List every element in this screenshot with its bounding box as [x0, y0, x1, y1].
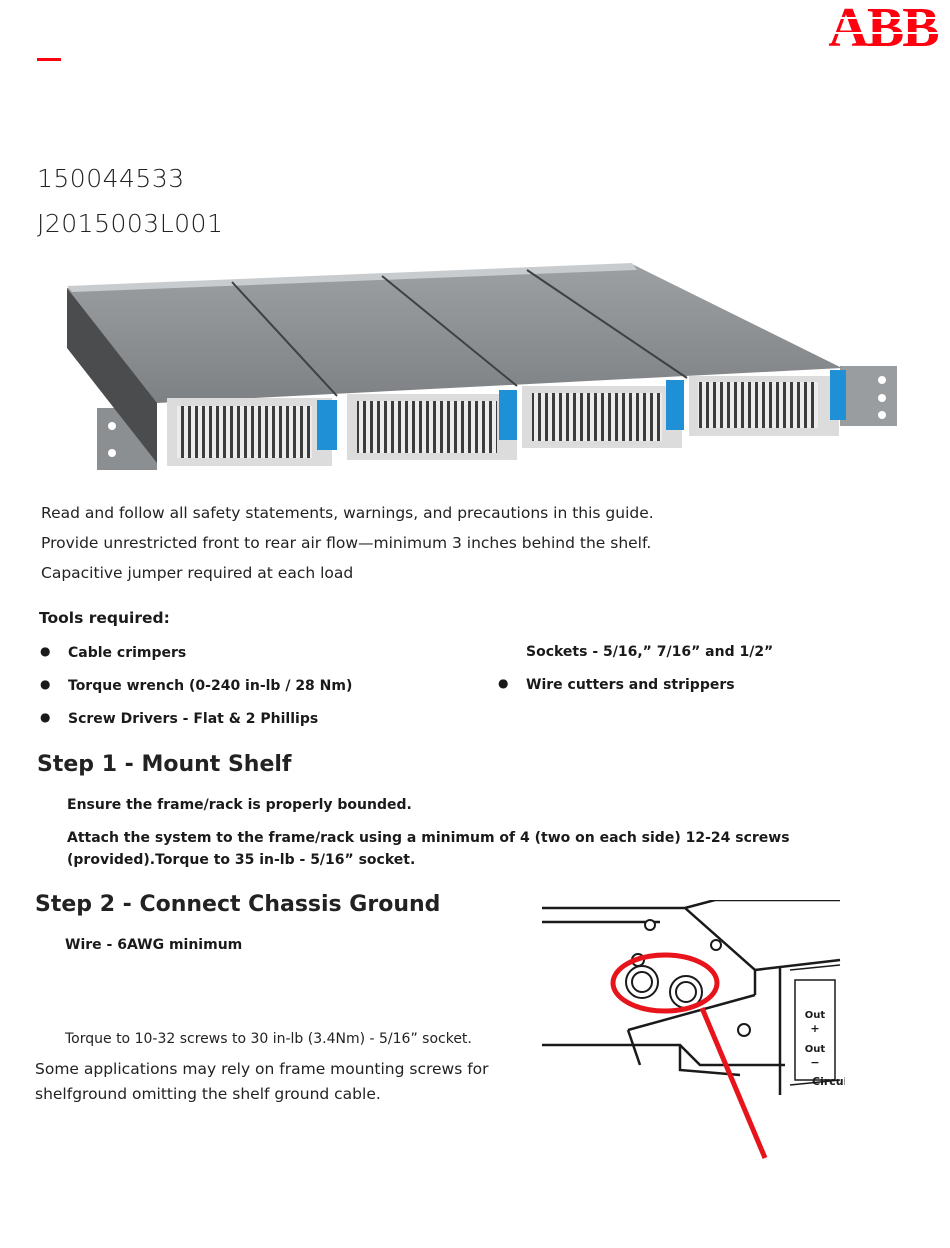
tool-item: Screw Drivers - Flat & 2 Phillips	[40, 710, 318, 727]
diagram-label: +	[810, 1022, 819, 1035]
step2-torque: Torque to 10-32 screws to 30 in-lb (3.4N…	[65, 1031, 472, 1047]
abb-logo: ABB	[822, 2, 944, 48]
step1-line: Attach the system to the frame/rack usin…	[67, 830, 790, 868]
step1-heading: Step 1 - Mount Shelf	[37, 752, 292, 777]
diagram-label: Out	[805, 1044, 826, 1055]
step1-line: Ensure the frame/rack is properly bounde…	[67, 797, 412, 813]
step2-heading: Step 2 - Connect Chassis Ground	[35, 892, 441, 917]
jumper-statement: Capacitive jumper required at each load	[41, 564, 354, 582]
diagram-label: Out	[805, 1010, 826, 1021]
accent-bar	[37, 58, 61, 61]
diagram-label: Circui	[812, 1075, 845, 1088]
tool-item: Cable crimpers	[40, 644, 186, 661]
step2-note: Some applications may rely on frame moun…	[35, 1060, 489, 1103]
model-number: J2015003L001	[37, 209, 224, 238]
abb-logo-text: ABB	[828, 2, 938, 48]
step2-wire: Wire - 6AWG minimum	[65, 937, 243, 953]
ground-highlight-pointer	[699, 1007, 768, 1159]
tools-title: Tools required:	[39, 609, 170, 627]
safety-statement: Read and follow all safety statements, w…	[41, 504, 654, 522]
diagram-label: −	[810, 1056, 819, 1069]
chassis-ground-diagram: Out + Out − Circui	[542, 900, 845, 1159]
part-number: 150044533	[37, 164, 185, 193]
ground-highlight-circle	[610, 952, 720, 1014]
tool-item: Wire cutters and strippers	[498, 676, 735, 693]
tool-item-sockets: Sockets - 5/16,” 7/16” and 1/2”	[526, 644, 774, 660]
tool-item: Torque wrench (0-240 in-lb / 28 Nm)	[40, 677, 352, 694]
airflow-statement: Provide unrestricted front to rear air f…	[41, 534, 652, 552]
rectifier-shelf-image	[67, 263, 897, 470]
